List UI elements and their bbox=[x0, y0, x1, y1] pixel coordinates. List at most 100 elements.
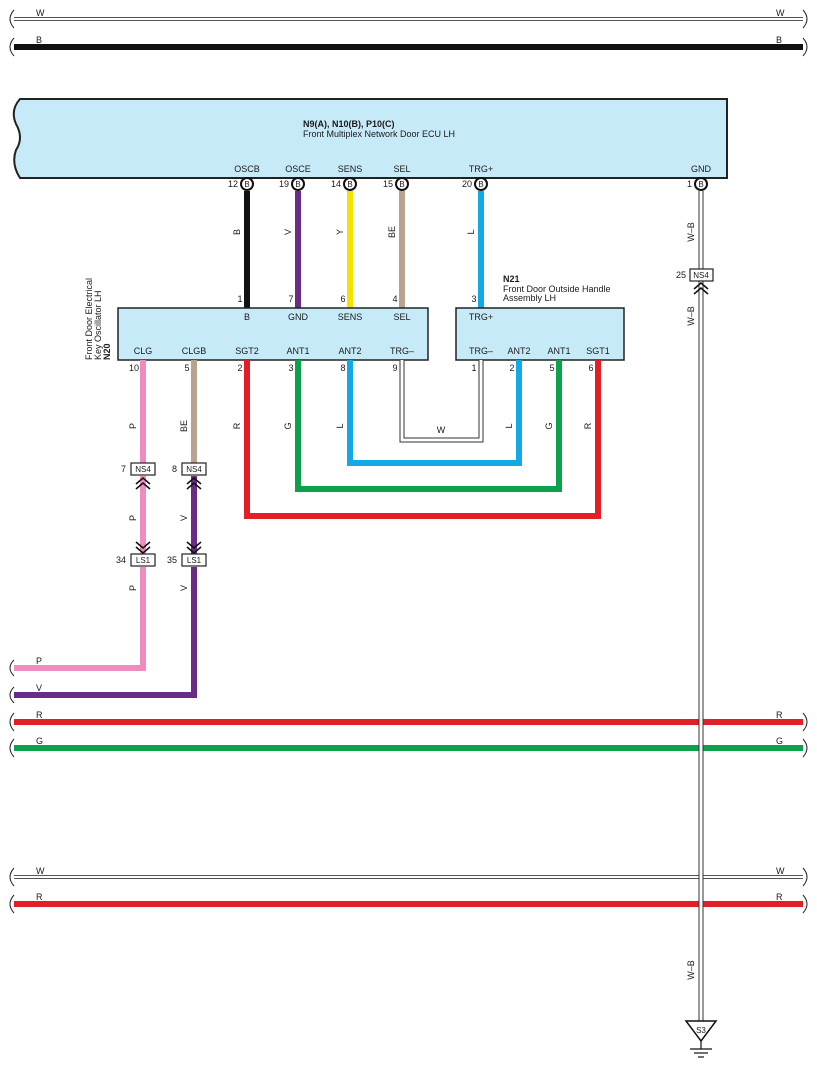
terminal-name: B bbox=[244, 312, 250, 322]
wire-color-label: P bbox=[128, 515, 138, 521]
wire-color-label: R bbox=[583, 422, 593, 429]
connector-arrow bbox=[186, 476, 202, 490]
terminal-name: ANT1 bbox=[286, 346, 309, 356]
bus-label: R bbox=[776, 710, 783, 720]
svg-text:B: B bbox=[478, 180, 483, 189]
wire-color-label: R bbox=[232, 422, 242, 429]
pin-number: 1 bbox=[471, 363, 476, 373]
pin-number: 6 bbox=[588, 363, 593, 373]
pin-number: 19 bbox=[279, 179, 289, 189]
ecu-terminal-name: TRG+ bbox=[469, 164, 493, 174]
bus-label: W bbox=[36, 866, 45, 876]
break-mark-right bbox=[802, 9, 808, 57]
connector-arrow bbox=[135, 541, 151, 555]
terminal-sens: B 14 bbox=[331, 177, 357, 191]
ground-symbol: S3 bbox=[684, 1020, 718, 1058]
wire-color-label: W–B bbox=[686, 222, 696, 242]
terminal-name: ANT2 bbox=[507, 346, 530, 356]
connector-ns4 bbox=[181, 462, 207, 476]
wire-color-label: W–B bbox=[686, 306, 696, 326]
n20-box: N20 Key Oscillator LH Front Door Electri… bbox=[84, 278, 429, 373]
terminal-name: GND bbox=[288, 312, 309, 322]
terminal-trg-plus: B 20 bbox=[462, 177, 488, 191]
pin-number: 3 bbox=[288, 363, 293, 373]
break-mark-left bbox=[9, 9, 15, 57]
pin-number: 7 bbox=[288, 294, 293, 304]
pin-number: 6 bbox=[340, 294, 345, 304]
n20-name-line2: Front Door Electrical bbox=[84, 278, 94, 360]
wire-color-label: V bbox=[179, 515, 189, 521]
pin-number: 9 bbox=[392, 363, 397, 373]
pin-number: 35 bbox=[167, 555, 177, 565]
break-mark-left bbox=[9, 659, 15, 758]
connector-ls1 bbox=[130, 553, 156, 567]
bus-label: G bbox=[776, 736, 783, 746]
pin-number: 12 bbox=[228, 179, 238, 189]
svg-text:B: B bbox=[698, 180, 703, 189]
bus-label: W bbox=[36, 8, 45, 18]
terminal-name: TRG– bbox=[469, 346, 493, 356]
wire-color-label: W bbox=[437, 425, 446, 435]
terminal-oscb: B 12 bbox=[228, 177, 254, 191]
bus-bottom: W W R R bbox=[9, 866, 808, 914]
clg-wires: P BE P V P V NS4 7 NS4 8 LS1 34 LS1 35 bbox=[14, 360, 207, 698]
svg-text:NS4: NS4 bbox=[186, 465, 202, 474]
bus-top: W W B B bbox=[9, 8, 808, 57]
ecu-terminal-name: SENS bbox=[338, 164, 363, 174]
terminal-name: CLG bbox=[134, 346, 153, 356]
wire-violet bbox=[14, 567, 197, 698]
pin-number: 15 bbox=[383, 179, 393, 189]
connector-arrow bbox=[135, 476, 151, 490]
svg-text:NS4: NS4 bbox=[135, 465, 151, 474]
terminal-name: SENS bbox=[338, 312, 363, 322]
pin-number: 25 bbox=[676, 270, 686, 280]
connector-arrow bbox=[693, 281, 709, 295]
ecu-subtitle: Front Multiplex Network Door ECU LH bbox=[303, 129, 455, 139]
break-mark-right bbox=[802, 867, 808, 914]
terminal-name: TRG– bbox=[390, 346, 414, 356]
ecu-terminal-name: OSCE bbox=[285, 164, 311, 174]
ecu-terminal-name: OSCB bbox=[234, 164, 260, 174]
connector-arrow bbox=[186, 541, 202, 555]
pin-number: 8 bbox=[340, 363, 345, 373]
ecu-box: N9(A), N10(B), P10(C) Front Multiplex Ne… bbox=[12, 98, 728, 179]
pin-number: 5 bbox=[549, 363, 554, 373]
pin-number: 34 bbox=[116, 555, 126, 565]
ground-wire: W–B W–B W–B NS4 25 bbox=[676, 191, 714, 1022]
terminal-name: ANT1 bbox=[547, 346, 570, 356]
n21-box: N21 Front Door Outside Handle Assembly L… bbox=[455, 274, 625, 373]
wire-color-label: BE bbox=[179, 420, 189, 432]
pin-number: 1 bbox=[687, 179, 692, 189]
n21-name-line2: Assembly LH bbox=[503, 293, 556, 303]
wire-color-label: G bbox=[544, 422, 554, 429]
terminal-name: CLGB bbox=[182, 346, 207, 356]
svg-text:LS1: LS1 bbox=[136, 556, 151, 565]
svg-text:B: B bbox=[347, 180, 352, 189]
terminal-name: SGT2 bbox=[235, 346, 259, 356]
ecu-terminals: B 12 B 19 B 14 B 15 B 20 B 1 bbox=[228, 177, 708, 191]
upper-wires: B V Y BE L bbox=[232, 191, 484, 308]
pin-number: 20 bbox=[462, 179, 472, 189]
wire-color-label: Y bbox=[335, 229, 345, 235]
terminal-name: ANT2 bbox=[338, 346, 361, 356]
terminal-name: SEL bbox=[393, 312, 410, 322]
terminal-name: SGT1 bbox=[586, 346, 610, 356]
break-mark-right bbox=[802, 712, 808, 758]
bus-label: V bbox=[36, 683, 42, 693]
pin-number: 8 bbox=[172, 464, 177, 474]
wire-ant2 bbox=[347, 360, 522, 466]
pin-number: 10 bbox=[129, 363, 139, 373]
break-mark-left bbox=[9, 867, 15, 914]
bus-label: B bbox=[36, 35, 42, 45]
pin-number: 1 bbox=[237, 294, 242, 304]
wire-color-label: P bbox=[128, 423, 138, 429]
svg-text:B: B bbox=[399, 180, 404, 189]
bus-label: R bbox=[36, 892, 43, 902]
svg-text:LS1: LS1 bbox=[187, 556, 202, 565]
wire-color-label: L bbox=[335, 423, 345, 428]
pin-number: 14 bbox=[331, 179, 341, 189]
wire-color-label: L bbox=[466, 229, 476, 234]
bus-label: P bbox=[36, 656, 42, 666]
pin-number: 3 bbox=[471, 294, 476, 304]
